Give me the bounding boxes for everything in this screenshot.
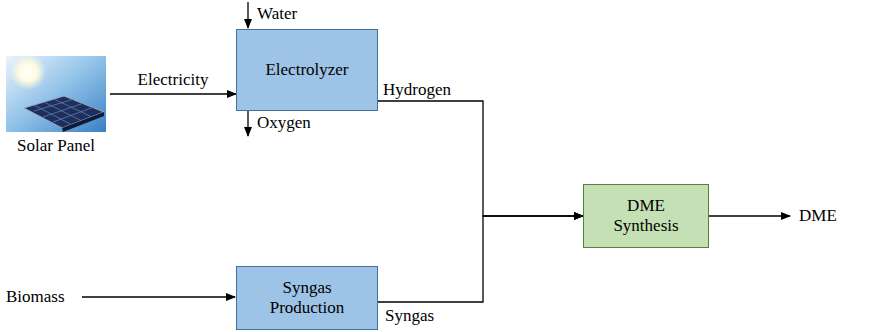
water-arrow [247, 2, 248, 28]
flow-connector [378, 101, 583, 216]
output-label: DME [797, 206, 839, 226]
box-label: Syngas Production [257, 278, 357, 317]
input-label: Biomass [4, 287, 67, 307]
flow-label: Hydrogen [381, 80, 453, 100]
flow-connector [378, 216, 583, 302]
flow-label: Syngas [383, 306, 436, 326]
process-box: Electrolyzer [236, 29, 378, 111]
solar-panel-illustration [6, 56, 106, 132]
input-label: Water [255, 4, 299, 24]
box-label: DME Synthesis [604, 196, 688, 235]
dme-arrow [709, 215, 790, 216]
figure-caption: Solar Panel [6, 136, 106, 156]
biomass-arrow [82, 296, 235, 297]
solar-panel: Solar Panel [6, 56, 106, 156]
flow-connector [110, 93, 236, 94]
box-label: Electrolyzer [265, 60, 348, 80]
process-box: Syngas Production [236, 266, 378, 330]
flow-label: Electricity [136, 70, 211, 90]
output-label: Oxygen [255, 113, 313, 133]
process-box: DME Synthesis [583, 184, 709, 248]
oxygen-arrow [247, 111, 248, 136]
